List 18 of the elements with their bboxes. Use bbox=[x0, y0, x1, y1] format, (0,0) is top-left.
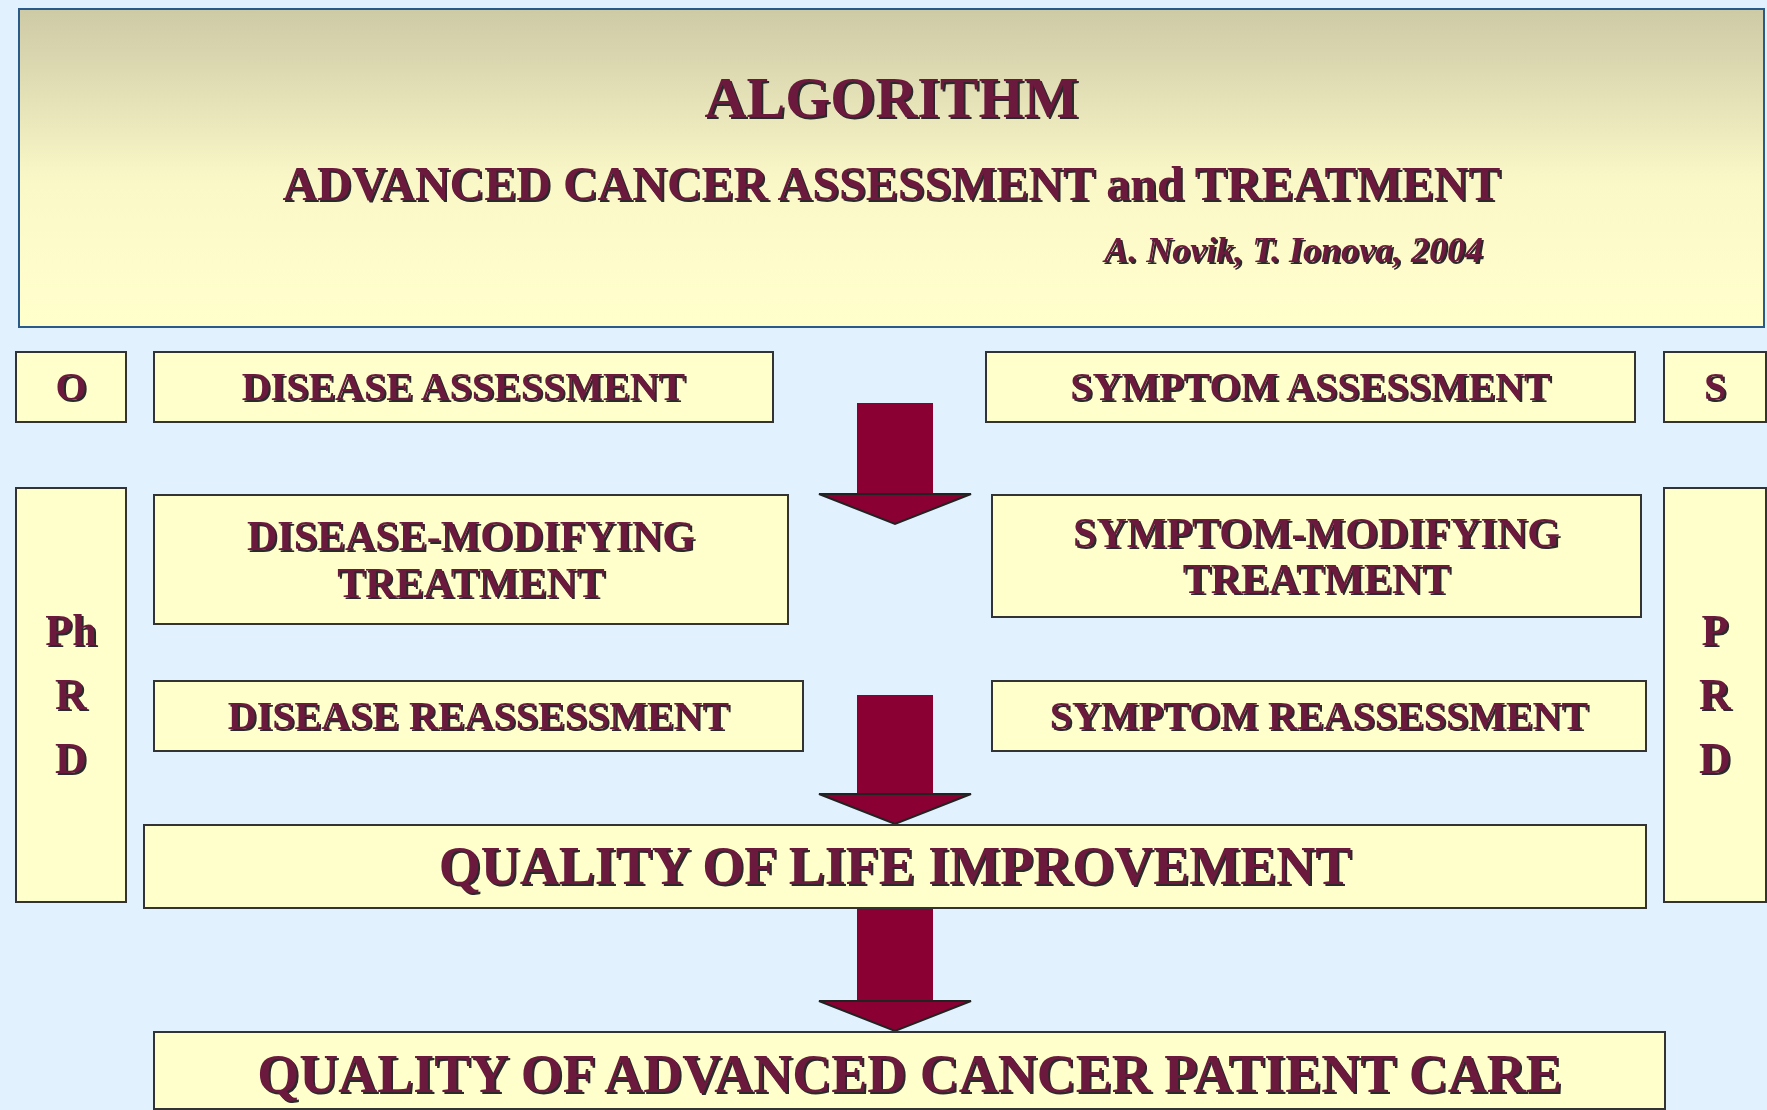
process-box: SYMPTOM REASSESSMENT bbox=[991, 680, 1647, 752]
process-box: SYMPTOM-MODIFYING TREATMENT bbox=[991, 494, 1642, 618]
block-arrow bbox=[818, 695, 972, 825]
process-box: DISEASE ASSESSMENT bbox=[153, 351, 774, 423]
title-heading: ALGORITHM bbox=[704, 65, 1079, 130]
block-arrow bbox=[818, 909, 972, 1032]
process-box: S bbox=[1663, 351, 1767, 423]
subtitle: ADVANCED CANCER ASSESSMENT and TREATMENT bbox=[282, 157, 1501, 211]
process-box: O bbox=[15, 351, 127, 423]
result-box: QUALITY OF LIFE IMPROVEMENT bbox=[143, 824, 1647, 909]
title-band bbox=[18, 8, 1765, 328]
process-box: DISEASE-MODIFYING TREATMENT bbox=[153, 494, 789, 625]
process-box: DISEASE REASSESSMENT bbox=[153, 680, 804, 752]
side-band: Ph R D bbox=[15, 487, 127, 903]
process-box: SYMPTOM ASSESSMENT bbox=[985, 351, 1636, 423]
author-credit: A. Novik, T. Ionova, 2004 bbox=[1104, 230, 1483, 271]
result-box: QUALITY OF ADVANCED CANCER PATIENT CARE bbox=[153, 1031, 1666, 1110]
side-band: P R D bbox=[1663, 487, 1767, 903]
